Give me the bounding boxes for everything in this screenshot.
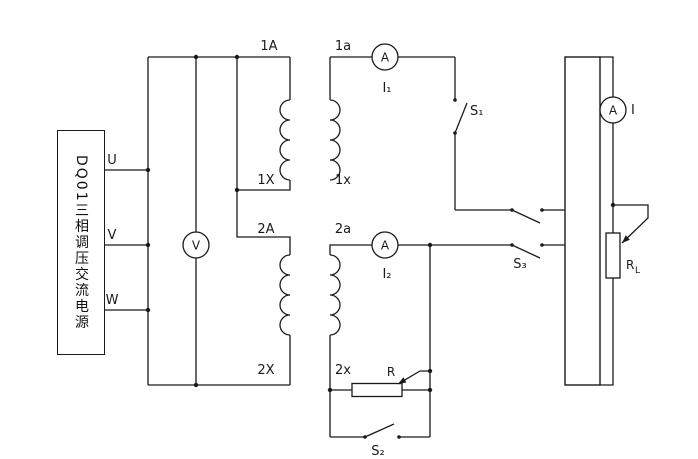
transformer-2 [279,254,341,336]
power-source-label: DQ01三相调压交流电源 [73,154,89,331]
load-frame [564,56,601,386]
voltmeter: V [182,231,210,259]
winding-terminal-1A: 1A [260,39,277,54]
winding-terminal-1x: 1x [335,173,351,188]
rheostat-rl-sub: L [635,266,640,276]
wiring [105,56,614,438]
switch-s2-label: S₂ [371,444,384,459]
ammeter-i: A I [599,96,635,124]
switch-s1-label: S₁ [470,104,483,119]
primary-coil-1 [279,99,291,181]
transformer-1 [279,99,341,181]
winding-terminal-1X: 1X [257,173,274,188]
switch-s2: S₂ [363,423,401,459]
ammeter-i2: A I₂ [371,231,399,282]
winding-terminal-1a: 1a [335,39,351,54]
ammeter-i1: A I₁ [371,43,399,96]
switch-s1: S₁ [453,98,483,135]
power-source-box: DQ01三相调压交流电源 [57,130,105,355]
winding-terminal-2a: 2a [335,222,351,237]
terminal-label-u: U [107,153,117,168]
rheostat-rl-label: R [626,258,634,272]
ammeter-i1-symbol: A [381,51,390,65]
ammeter-i2-symbol: A [381,239,390,253]
winding-terminal-2x: 2x [335,363,351,378]
primary-coil-2 [279,254,291,336]
ammeter-i-symbol: A [609,104,618,118]
rheostat-r: R [351,365,430,398]
terminal-label-v: V [108,228,117,243]
switch-s3: S₃ [510,208,544,272]
junction-dots [145,54,616,393]
voltmeter-symbol: V [192,239,201,253]
ammeter-i2-label: I₂ [382,267,391,282]
secondary-coil-1 [329,99,341,181]
rheostat-rl: R L [605,204,649,279]
ammeter-i1-label: I₁ [382,81,391,96]
rheostat-r-label: R [387,365,395,379]
terminal-label-w: W [106,293,119,308]
ammeter-i-label: I [631,103,635,118]
secondary-coil-2 [329,254,341,336]
switch-s3-label: S₃ [513,257,526,272]
winding-terminal-2A: 2A [257,222,274,237]
winding-terminal-2X: 2X [257,363,274,378]
